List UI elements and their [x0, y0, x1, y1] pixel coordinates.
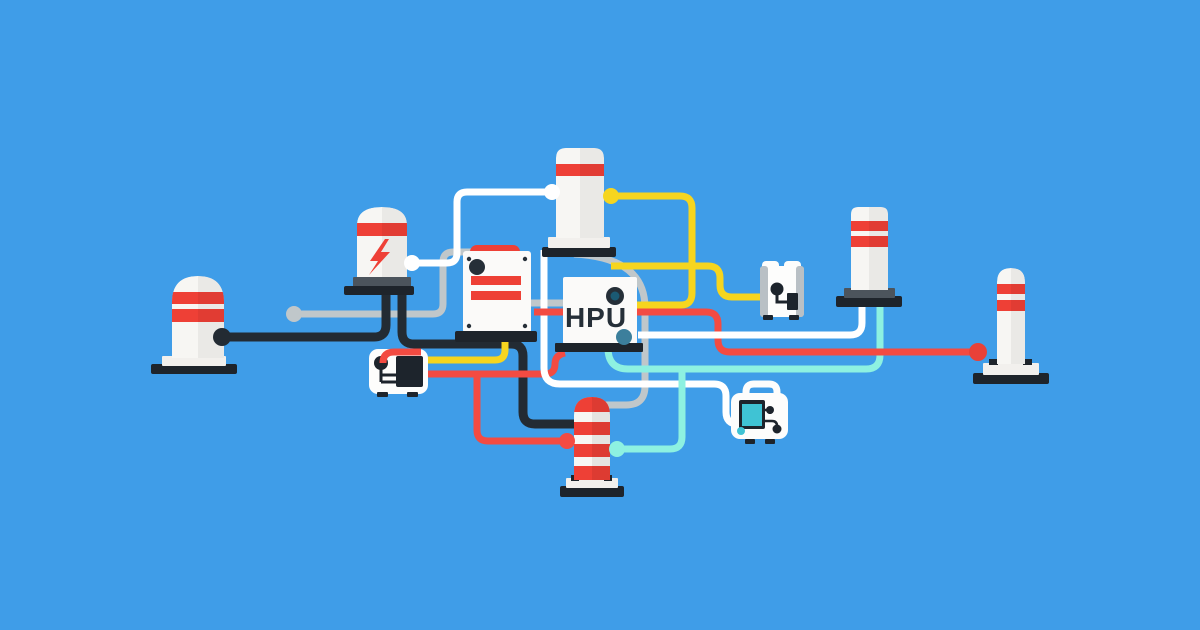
pump-device — [760, 261, 804, 320]
wire-red-device-cap — [379, 348, 421, 364]
control-box — [455, 245, 537, 342]
device-foot — [765, 439, 775, 444]
wire-red-branch — [473, 374, 565, 445]
bollard-top-pedestal — [548, 237, 610, 248]
camera-screen — [742, 404, 762, 426]
circuit-node — [766, 406, 774, 414]
hpu-label: HPU — [565, 302, 627, 333]
bollard-top — [542, 148, 616, 257]
plug-prongs — [379, 366, 396, 384]
screw-icon — [466, 323, 472, 329]
wire-layer-back — [223, 188, 974, 453]
bollard-left-base — [151, 364, 237, 374]
bollard-right-stripe — [851, 221, 888, 231]
bollard-red-band — [574, 466, 610, 480]
programmer-screen — [396, 356, 423, 387]
bollard-right-tier — [844, 288, 895, 298]
bollard-top-stripe — [556, 164, 604, 176]
connector-red-right — [969, 343, 987, 361]
bollard-left-stripe — [172, 309, 224, 322]
bolt — [1023, 359, 1032, 365]
hpu-port-icon — [616, 329, 632, 345]
connector-teal — [609, 441, 625, 457]
screw-icon — [522, 323, 528, 329]
circuit-node — [772, 424, 782, 434]
platform-base — [344, 286, 414, 295]
wire-white-long — [540, 250, 748, 428]
connector-red-bottom — [559, 433, 575, 449]
bollard-left-pedestal — [162, 356, 226, 366]
wire-black-main — [397, 291, 591, 429]
control-box-base — [455, 331, 537, 342]
wire-yellow-pump — [611, 262, 764, 301]
screw-icon — [466, 256, 472, 262]
bollard-far-right-base — [973, 373, 1049, 384]
wire-yellow-hpu — [611, 192, 696, 309]
programmer-device — [369, 349, 428, 397]
bollard-right — [836, 207, 902, 307]
device-foot — [763, 315, 773, 320]
connector-white-a — [404, 255, 420, 271]
bollard-red-band — [574, 397, 610, 412]
bollard-far-right-stripe — [997, 300, 1025, 311]
device-foot — [377, 392, 388, 397]
platform-top — [353, 277, 411, 288]
pump-side-panel — [760, 266, 768, 317]
connector-black — [213, 328, 231, 346]
bollard-red-striped — [560, 397, 624, 497]
control-box-stripe — [471, 291, 521, 300]
bollard-far-right — [973, 268, 1049, 384]
bollard-red-band — [574, 422, 610, 435]
wire-white-upper — [413, 188, 552, 267]
wire-red-hpu-left — [424, 349, 566, 378]
device-foot — [745, 439, 755, 444]
bollard-left-stripe — [172, 292, 224, 304]
bollard-far-right-pedestal — [983, 363, 1039, 375]
connector-gray — [286, 306, 302, 322]
bollard-right-stripe — [851, 236, 888, 247]
device-foot — [407, 392, 418, 397]
handle-icon — [742, 380, 781, 400]
bolt — [989, 359, 998, 365]
wire-gray-left — [294, 248, 472, 318]
control-box-stripe — [471, 276, 521, 285]
wire-yellow-short — [424, 336, 509, 364]
connector-layer — [213, 184, 987, 457]
wire-layer-front — [379, 348, 421, 364]
bollard-top-base — [542, 247, 616, 257]
bollard-far-right-stripe — [997, 284, 1025, 294]
hpu-unit: HPU — [555, 277, 643, 352]
connector-white-b — [544, 184, 560, 200]
bollard-red-base — [560, 486, 624, 497]
hpu-gauge-center — [610, 291, 620, 301]
camera-device — [731, 380, 788, 444]
device-foot — [789, 315, 799, 320]
connector-yellow — [603, 188, 619, 204]
pump-motor-block — [787, 293, 798, 310]
wire-teal-main — [604, 303, 884, 373]
pump-pipe — [775, 289, 789, 304]
control-box-camera-icon — [469, 259, 485, 275]
wire-teal-branch — [620, 369, 686, 453]
lightning-bolt-icon — [369, 239, 390, 275]
hpu-base — [555, 343, 643, 352]
bollard-lightning — [344, 207, 414, 295]
bollard-lightning-stripe — [357, 223, 407, 236]
bollard-red-band — [574, 444, 610, 457]
indicator-light — [737, 427, 745, 435]
bollard-right-base — [836, 296, 902, 307]
wire-white-right — [638, 303, 866, 339]
wire-black-left — [223, 293, 391, 342]
screw-icon — [522, 256, 528, 262]
